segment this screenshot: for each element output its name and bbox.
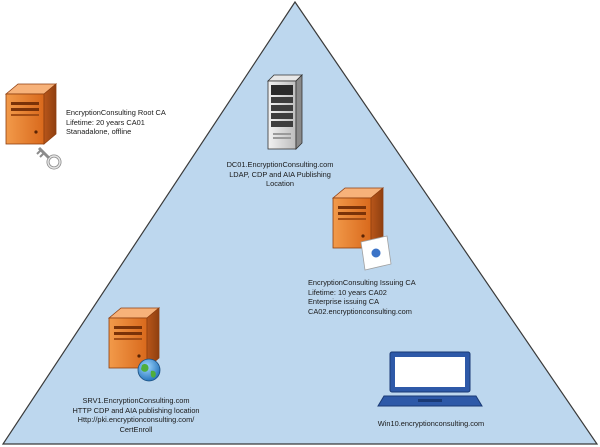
dc01-label: DC01.EncryptionConsulting.com LDAP, CDP …	[200, 160, 360, 189]
dc01-label-line: LDAP, CDP and AIA Publishing	[229, 169, 331, 179]
srv1-label-line: CertEnroll	[119, 424, 153, 434]
dc01-label-line: Location	[266, 179, 294, 189]
dc01-label-line: DC01.EncryptionConsulting.com	[226, 160, 334, 169]
srv1-label: SRV1.EncryptionConsulting.com HTTP CDP a…	[56, 396, 216, 434]
issuing-ca-label-line: Lifetime: 10 years CA02	[308, 287, 387, 297]
laptop-icon	[377, 351, 483, 407]
root-ca-label-line: EncryptionConsulting Root CA	[66, 108, 166, 117]
issuing-ca-label: EncryptionConsulting Issuing CA Lifetime…	[308, 278, 416, 316]
win10-label-line: Win10.encryptionconsulting.com	[377, 419, 485, 428]
issuing-ca-label-line: Enterprise issuing CA	[308, 297, 380, 307]
win10-label: Win10.encryptionconsulting.com	[356, 419, 506, 429]
server-with-globe-icon	[108, 307, 161, 382]
srv1-label-line: Http://pki.encryptionconsulting.com/	[77, 415, 195, 425]
tower-server-icon	[267, 74, 303, 150]
root-ca-label-line: Lifetime: 20 years CA01	[66, 117, 145, 127]
issuing-ca-label-line: CA02.encryptionconsulting.com	[308, 306, 412, 316]
srv1-label-line: SRV1.EncryptionConsulting.com	[82, 396, 190, 405]
root-ca-label: EncryptionConsulting Root CA Lifetime: 2…	[66, 108, 166, 137]
server-with-key-icon	[5, 83, 62, 170]
srv1-label-line: HTTP CDP and AIA publishing location	[72, 405, 200, 415]
issuing-ca-label-line: EncryptionConsulting Issuing CA	[308, 278, 416, 287]
server-with-certificate-icon	[332, 187, 392, 271]
root-ca-label-line: Stanadalone, offline	[66, 127, 132, 137]
